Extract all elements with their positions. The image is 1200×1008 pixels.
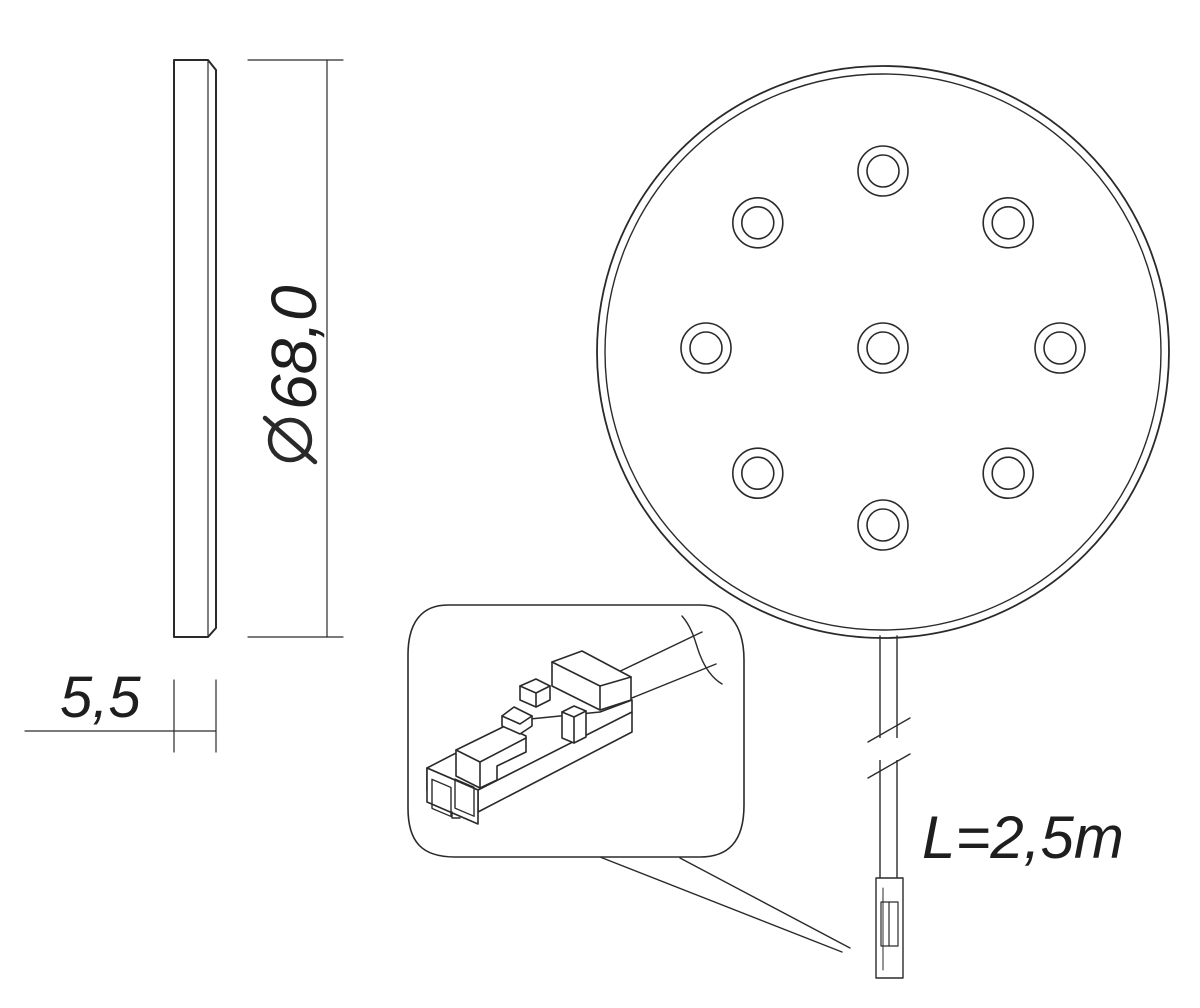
disk-inner-rim: [604, 73, 1162, 631]
led: [982, 197, 1035, 249]
thickness-value: 5,5: [60, 665, 141, 730]
thickness-dimension: 5,5: [24, 665, 217, 753]
diameter-label: Ø 68,0: [258, 285, 330, 465]
led: [857, 499, 909, 551]
leader-line-lower: [599, 856, 843, 953]
cable-connector: [875, 877, 904, 979]
led: [1034, 322, 1086, 374]
side-view: [173, 59, 217, 638]
led: [857, 322, 909, 374]
detail-leader: [599, 856, 851, 953]
led: [731, 447, 784, 500]
detail-connector: [426, 650, 633, 825]
led: [857, 145, 909, 197]
detail-bubble: [407, 604, 745, 858]
side-profile: [173, 59, 217, 638]
leader-line-upper: [679, 857, 851, 949]
front-view: [596, 65, 1170, 639]
diameter-symbol-graphic: [262, 415, 318, 465]
led: [982, 447, 1035, 500]
led: [731, 197, 784, 249]
diameter-value: 68,0: [258, 285, 330, 410]
cable-break-mark-bottom: [867, 753, 911, 779]
detail-cable-break: [681, 615, 723, 685]
diameter-dimension: Ø 68,0: [247, 59, 344, 638]
cable-length-label: L=2,5m: [922, 804, 1124, 871]
disk-outer-rim: [596, 65, 1170, 639]
led: [680, 322, 732, 374]
cable-break-gap: [872, 738, 906, 760]
cable-break-mark-top: [867, 717, 911, 743]
detail-cavity-right: [454, 778, 475, 817]
detail-cavity-left: [431, 778, 452, 818]
led-array: [680, 145, 1086, 551]
cable: L=2,5m: [867, 635, 1124, 879]
